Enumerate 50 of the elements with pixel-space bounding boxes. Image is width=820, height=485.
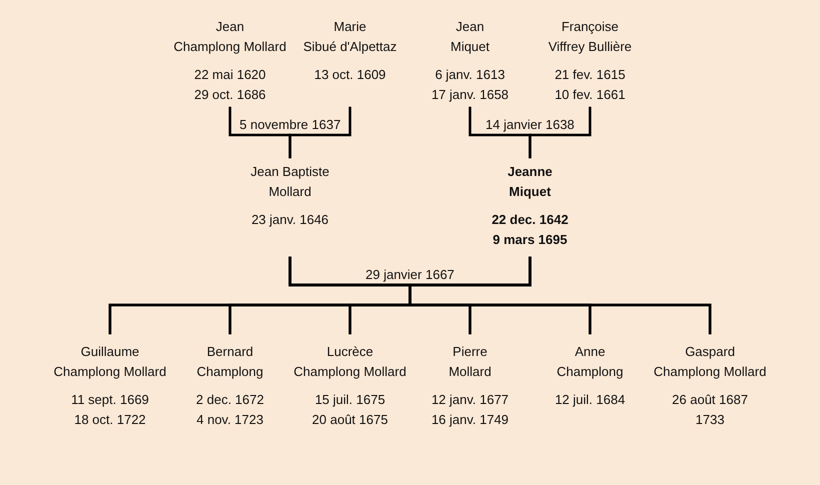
- life-date: 22 mai 1620: [194, 66, 266, 84]
- person-name: Jean: [456, 18, 484, 36]
- life-date: 29 oct. 1686: [194, 86, 266, 104]
- life-date: 20 août 1675: [312, 411, 388, 429]
- edge-label: 14 janvier 1638: [484, 117, 576, 133]
- person-name: Marie: [334, 18, 366, 36]
- life-date: 16 janv. 1749: [431, 411, 509, 429]
- person-name: Pierre: [452, 343, 488, 361]
- person-name: Viffrey Bullière: [548, 38, 632, 56]
- life-date: 12 juil. 1684: [554, 391, 626, 409]
- person-name: Bernard: [206, 343, 254, 361]
- life-date: 15 juil. 1675: [314, 391, 386, 409]
- person-name: Champlong Mollard: [174, 38, 286, 56]
- life-date: 23 janv. 1646: [251, 211, 329, 229]
- life-date: 9 mars 1695: [492, 231, 568, 249]
- life-date: 17 janv. 1658: [431, 86, 509, 104]
- connector-line: [528, 106, 592, 158]
- life-date: 11 sept. 1669: [71, 391, 149, 409]
- life-date: 22 dec. 1642: [492, 211, 568, 229]
- connector-line: [288, 106, 352, 158]
- life-date: 10 fev. 1661: [554, 86, 626, 104]
- person-name: Miquet: [450, 38, 490, 56]
- person-name: Miquet: [509, 183, 551, 201]
- person-name: Gaspard: [685, 343, 735, 361]
- person-name: Mollard: [268, 183, 312, 201]
- life-date: 4 nov. 1723: [196, 411, 264, 429]
- person-name: Lucrèce: [326, 343, 374, 361]
- person-name: Jean: [216, 18, 244, 36]
- person-name: Champlong Mollard: [654, 363, 766, 381]
- life-date: 2 dec. 1672: [196, 391, 264, 409]
- life-date: 6 janv. 1613: [435, 66, 505, 84]
- person-name: Mollard: [448, 363, 492, 381]
- person-name: Champlong Mollard: [294, 363, 406, 381]
- person-name: Anne: [574, 343, 606, 361]
- person-name: Champlong Mollard: [54, 363, 166, 381]
- person-name: Sibué d'Alpettaz: [303, 38, 397, 56]
- life-date: 26 août 1687: [672, 391, 748, 409]
- life-date: 13 oct. 1609: [314, 66, 386, 84]
- life-date: 21 fev. 1615: [554, 66, 626, 84]
- life-date: 18 oct. 1722: [74, 411, 146, 429]
- connector-line: [408, 256, 712, 334]
- edge-label: 29 janvier 1667: [364, 267, 456, 283]
- life-date: 1733: [696, 411, 724, 429]
- person-name: Françoise: [561, 18, 619, 36]
- person-name: Jeanne: [508, 163, 552, 181]
- person-name: Champlong: [196, 363, 264, 381]
- person-name: Jean Baptiste: [250, 163, 330, 181]
- life-date: 12 janv. 1677: [431, 391, 509, 409]
- person-name: Champlong: [556, 363, 624, 381]
- person-name: Guillaume: [80, 343, 140, 361]
